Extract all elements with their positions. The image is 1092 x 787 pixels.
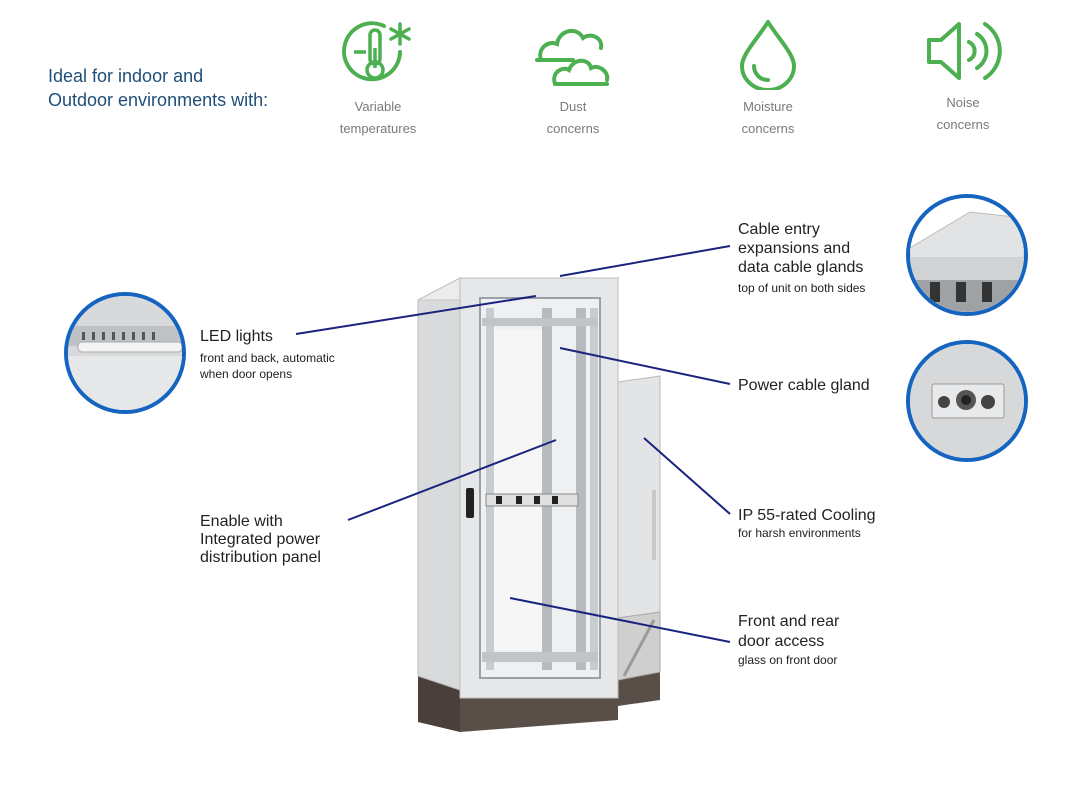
feature-label-3b: concerns (741, 121, 795, 136)
callout-pdu-title-1: Enable with (200, 513, 283, 530)
thermometer-snowflake-icon (342, 21, 411, 82)
callout-door-title-2: door access (738, 633, 825, 650)
feature-noise: Noise concerns (893, 16, 1033, 136)
callout-pdu: Enable with Integrated power distributio… (200, 513, 321, 567)
callout-cable-entry: Cable entry expansions and data cable gl… (738, 220, 865, 296)
callout-door-sub: glass on front door (738, 653, 838, 667)
feature-label-4a: Noise (946, 95, 980, 110)
cabinet-top-icon (910, 198, 1024, 312)
cable-gland-icon (910, 344, 1024, 458)
intro-line-2: Outdoor environments with: (48, 90, 269, 110)
feature-label-1a: Variable (354, 99, 402, 114)
intro-line-1: Ideal for indoor and (48, 66, 204, 86)
feature-dust: Dust concerns (503, 18, 643, 140)
callout-pdu-title-3: distribution panel (200, 549, 321, 566)
feature-variable-temperatures: Variable temperatures (308, 18, 448, 140)
callout-cable-entry-title-3: data cable glands (738, 259, 864, 276)
callout-door-title-1: Front and rear (738, 613, 840, 630)
feature-label-2a: Dust (559, 99, 587, 114)
callout-pdu-title-2: Integrated power (200, 531, 321, 548)
callout-power-gland-title: Power cable gland (738, 377, 870, 394)
intro-heading: Ideal for indoor and Outdoor environment… (48, 64, 328, 112)
feature-label-3a: Moisture (743, 99, 793, 114)
power-gland-detail-circle (906, 340, 1028, 462)
callout-led-title: LED lights (200, 328, 273, 345)
led-strip-icon (68, 296, 182, 410)
feature-label-1b: temperatures (339, 121, 417, 136)
callout-power-gland: Power cable gland (738, 376, 870, 395)
water-drop-icon (740, 20, 796, 90)
callout-led-lights: LED lights front and back, automatic whe… (200, 327, 335, 382)
feature-label-4b: concerns (936, 117, 990, 132)
led-lights-detail-circle (64, 292, 186, 414)
callout-led-sub-1: front and back, automatic (200, 351, 335, 365)
callout-cooling-sub: for harsh environments (738, 526, 861, 540)
callout-door-access: Front and rear door access glass on fron… (738, 612, 839, 668)
callout-cable-entry-title-2: expansions and (738, 240, 851, 257)
cable-entry-detail-circle (906, 194, 1028, 316)
callout-cooling: IP 55-rated Cooling for harsh environmen… (738, 506, 876, 541)
feature-moisture: Moisture concerns (698, 18, 838, 140)
speaker-icon (927, 22, 1002, 80)
dust-cloud-icon (535, 28, 610, 86)
feature-label-2b: concerns (546, 121, 600, 136)
callout-led-sub-2: when door opens (200, 367, 293, 381)
callout-cable-entry-title-1: Cable entry (738, 221, 820, 238)
callout-cable-entry-sub: top of unit on both sides (738, 281, 866, 295)
callout-cooling-title: IP 55-rated Cooling (738, 507, 876, 524)
